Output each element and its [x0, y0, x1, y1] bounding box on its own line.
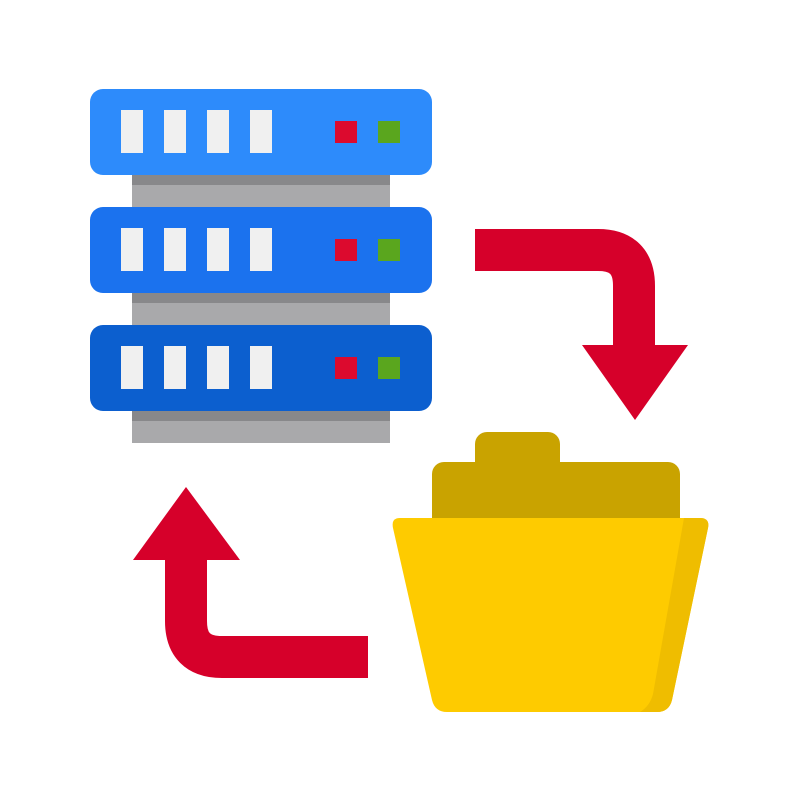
arrow-fill [133, 487, 240, 560]
drive-slot [164, 228, 186, 271]
status-led-red-icon [335, 121, 357, 143]
folder-back [432, 462, 680, 532]
server-unit [90, 89, 432, 175]
drive-slot [121, 110, 143, 153]
drive-slot [207, 110, 229, 153]
rack-band-shadow [132, 175, 390, 185]
server-unit [90, 207, 432, 293]
rack-band-shadow [132, 293, 390, 303]
drive-slot [207, 228, 229, 271]
folder-edge [640, 518, 709, 712]
status-led-red-icon [335, 357, 357, 379]
server-rack-icon [90, 89, 432, 443]
drive-slot [250, 346, 272, 389]
drive-slot [121, 228, 143, 271]
status-led-green-icon [378, 357, 400, 379]
server-unit [90, 325, 432, 411]
arrow-fill [582, 345, 688, 420]
status-led-green-icon [378, 121, 400, 143]
drive-slot [164, 110, 186, 153]
arrow-left-up-icon [133, 487, 368, 678]
drive-slot [121, 346, 143, 389]
drive-slot [207, 346, 229, 389]
folder-front [392, 518, 709, 712]
rack-band-shadow [132, 411, 390, 421]
arrow-right-down-icon [475, 229, 688, 420]
drive-slot [164, 346, 186, 389]
arrow-stroke [165, 555, 368, 678]
arrow-stroke [475, 229, 655, 350]
status-led-green-icon [378, 239, 400, 261]
drive-slot [250, 228, 272, 271]
folder-icon [392, 432, 709, 712]
drive-slot [250, 110, 272, 153]
status-led-red-icon [335, 239, 357, 261]
